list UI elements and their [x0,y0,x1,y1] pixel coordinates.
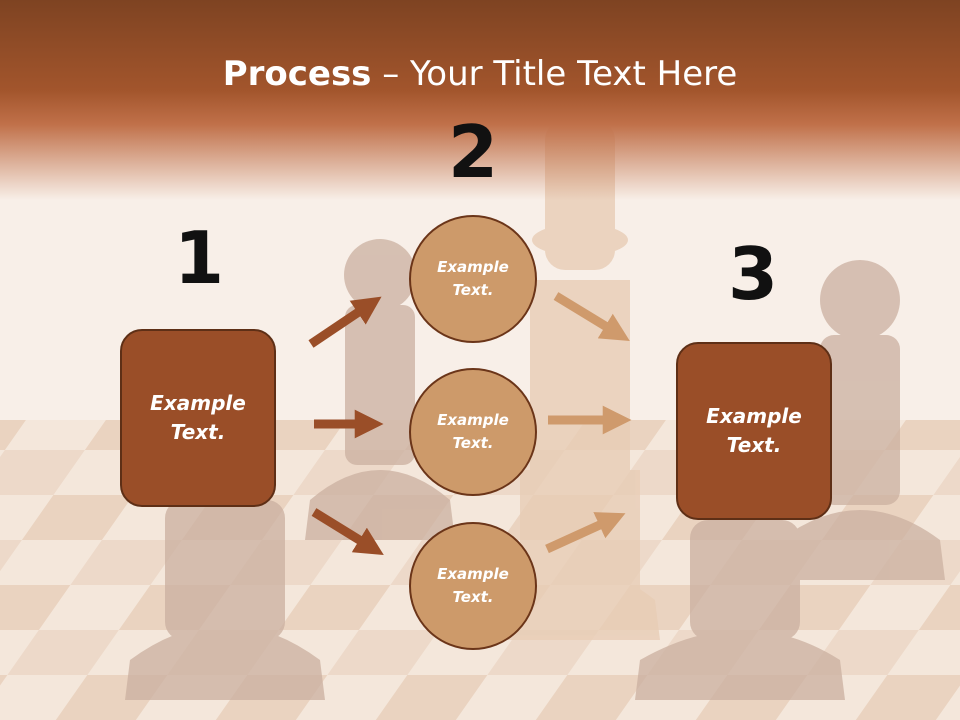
title-bold: Process [222,54,372,94]
right-process-box: Example Text. [676,342,832,520]
top-circle: Example Text. [409,215,537,343]
top-circle-text: Example Text. [437,258,509,299]
step-number-1: 1 [173,216,225,300]
step-number-3: 3 [727,232,779,316]
middle-circle-text: Example Text. [437,411,509,452]
left-box-text: Example Text. [150,391,246,444]
bottom-circle: Example Text. [409,522,537,650]
left-process-box: Example Text. [120,329,276,507]
step-number-2: 2 [447,110,499,194]
header-band [0,0,960,200]
title-rest: – Your Title Text Here [371,54,738,94]
bottom-circle-text: Example Text. [437,565,509,606]
middle-circle: Example Text. [409,368,537,496]
right-box-text: Example Text. [706,404,802,457]
page-title: Process – Your Title Text Here [0,52,960,96]
